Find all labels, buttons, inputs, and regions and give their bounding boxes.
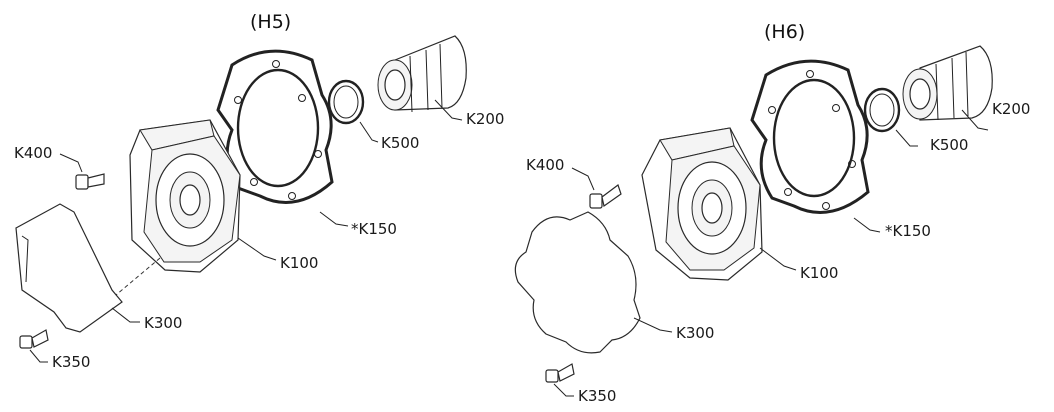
ring-k500 — [327, 79, 365, 125]
adapter-housing-k100 — [641, 127, 763, 281]
label-k400: K400 — [14, 144, 52, 162]
label-k500: K500 — [930, 136, 968, 154]
gasket-k150 — [216, 49, 334, 204]
bolt-k400 — [75, 173, 105, 190]
label-k150: *K150 — [351, 220, 397, 238]
label-k350: K350 — [52, 353, 90, 371]
gasket-k150 — [750, 59, 870, 214]
adapter-housing-k100 — [109, 119, 241, 301]
ring-k500 — [863, 87, 901, 133]
bolt-k350 — [545, 363, 575, 383]
plate-k300 — [15, 203, 123, 333]
label-k200: K200 — [466, 110, 504, 128]
label-k300: K300 — [676, 324, 714, 342]
coupling-k200 — [377, 35, 467, 113]
label-k400: K400 — [526, 156, 564, 174]
label-k200: K200 — [992, 100, 1030, 118]
assembly-h6: (H6) — [514, 21, 1030, 405]
coupling-k200 — [902, 45, 993, 121]
label-k150: *K150 — [885, 222, 931, 240]
bolt-k400 — [589, 184, 622, 209]
bolt-k350 — [19, 329, 49, 349]
assembly-title: (H5) — [250, 11, 291, 33]
label-k350: K350 — [578, 387, 616, 405]
plate-k300 — [514, 211, 641, 354]
assembly-h5: (H5) — [14, 11, 504, 371]
assembly-title: (H6) — [764, 21, 805, 43]
label-k100: K100 — [800, 264, 838, 282]
label-k300: K300 — [144, 314, 182, 332]
label-k500: K500 — [381, 134, 419, 152]
label-k100: K100 — [280, 254, 318, 272]
